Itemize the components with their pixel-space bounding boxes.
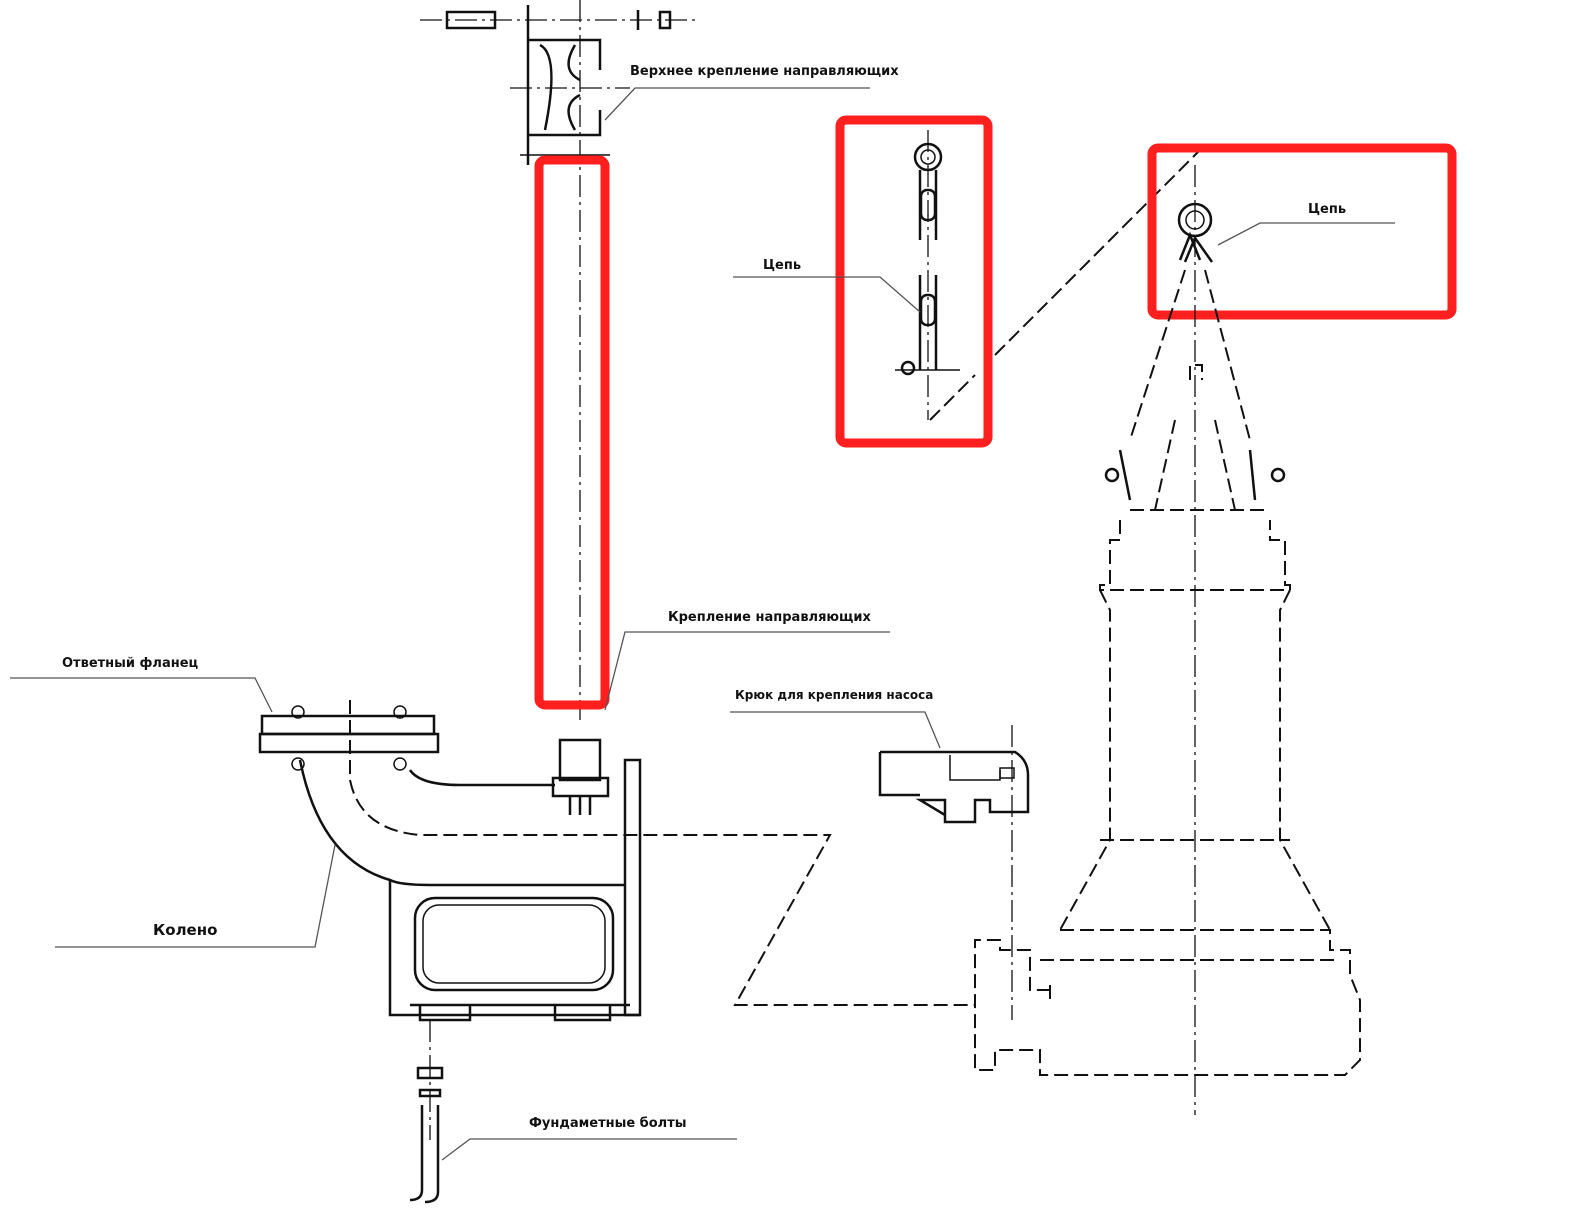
lower-bracket xyxy=(551,738,642,1017)
guide-rail-highlight xyxy=(534,155,610,710)
pump-hook xyxy=(878,725,1030,1020)
foundation-bolt xyxy=(409,1020,444,1204)
chain-top-detail xyxy=(1147,143,1457,320)
label-chain: Цепь xyxy=(763,258,802,273)
label-elbow: Колено xyxy=(153,921,218,939)
label-mating-flange: Ответный фланец xyxy=(62,656,199,671)
chain-detail xyxy=(835,115,1201,448)
elbow xyxy=(258,700,975,1022)
label-foundation-bolts: Фундаметные болты xyxy=(529,1116,687,1131)
label-chain-top: Цепь xyxy=(1308,202,1347,217)
leader-lines xyxy=(10,87,1395,1161)
label-guide-bracket: Крепление направляющих xyxy=(668,610,871,625)
pump xyxy=(974,165,1361,1115)
label-pump-hook: Крюк для крепления насоса xyxy=(735,688,934,702)
upper-guide-bracket xyxy=(420,0,700,720)
label-upper-guide-bracket: Верхнее крепление направляющих xyxy=(630,64,899,79)
